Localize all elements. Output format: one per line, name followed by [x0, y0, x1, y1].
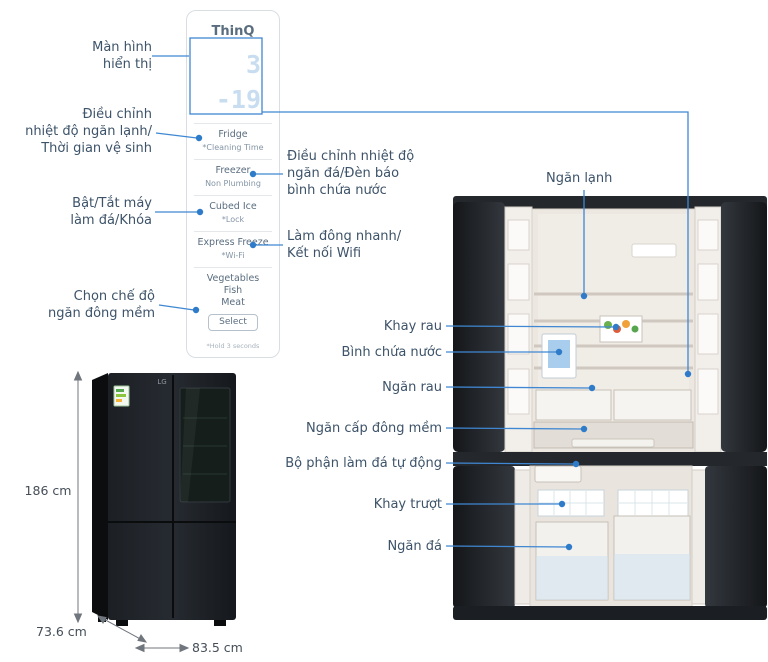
thinq-logo: ThinQ	[211, 24, 255, 39]
temperature-display: 3 -19	[197, 45, 261, 121]
lg-logo: LG	[157, 378, 166, 386]
upper-left-door	[453, 202, 505, 452]
cubed-ice-label: Cubed Ice	[209, 201, 257, 212]
callout-freezer-temp-water: Điều chỉnh nhiệt độ ngăn đá/Đèn báo bình…	[287, 149, 415, 198]
lower-left-door	[453, 466, 515, 608]
middle-divider	[453, 452, 767, 466]
mode-select-section: Vegetables Fish Meat Select	[194, 267, 272, 331]
cleaning-time-label: *Cleaning Time	[202, 143, 264, 152]
wifi-label: *Wi-Fi	[221, 251, 245, 260]
crisper-drawer-right	[613, 389, 692, 421]
callout-vegetable-tray: Khay rau	[383, 319, 442, 334]
freezer-button: Freezer Non Plumbing	[194, 159, 272, 189]
callout-freezer-compartment: Ngăn đá	[387, 539, 442, 554]
callout-fridge-temp-cleaning: Điều chỉnh nhiệt độ ngăn lạnh/ Thời gian…	[25, 107, 152, 156]
express-freeze-button: Express Freeze *Wi-Fi	[194, 231, 272, 261]
callout-vegetable-compartment: Ngăn rau	[382, 380, 442, 395]
crisper-drawer-left	[535, 389, 612, 421]
fridge-side-panel	[92, 373, 108, 620]
callout-quick-freeze-wifi: Làm đông nhanh/ Kết nối Wifi	[287, 229, 402, 261]
freezer-temp-readout: -19	[215, 85, 261, 114]
callout-water-tank: Bình chứa nước	[341, 345, 442, 360]
callout-ice-on-off-lock: Bật/Tắt máy làm đá/Khóa	[70, 196, 152, 228]
meat-label: Meat	[221, 297, 245, 308]
callout-soft-freezing-compartment: Ngăn cấp đông mềm	[306, 421, 442, 436]
vegetables-label: Vegetables	[206, 273, 260, 284]
lock-label: *Lock	[221, 215, 245, 224]
callout-fridge-compartment: Ngăn lạnh	[546, 171, 613, 186]
interior-badge	[631, 243, 677, 258]
closed-fridge-illustration: LG	[88, 370, 240, 632]
upper-right-door	[721, 202, 767, 452]
width-dimension-label: 83.5 cm	[192, 640, 243, 655]
callout-slide-tray: Khay trượt	[373, 497, 442, 512]
fish-label: Fish	[223, 285, 243, 296]
callout-auto-ice-maker: Bộ phận làm đá tự động	[285, 456, 442, 471]
depth-dimension-label: 73.6 cm	[36, 624, 87, 639]
fridge-button-label: Fridge	[218, 129, 248, 140]
fridge-base	[453, 606, 767, 620]
callout-soft-freeze-mode: Chọn chế độ ngăn đông mềm	[48, 289, 155, 321]
fridge-button: Fridge *Cleaning Time	[194, 123, 272, 153]
callout-display-screen: Màn hình hiển thị	[92, 40, 152, 72]
select-button: Select	[208, 314, 258, 331]
cubed-ice-button: Cubed Ice *Lock	[194, 195, 272, 225]
lower-right-door	[705, 466, 767, 608]
express-freeze-label: Express Freeze	[197, 237, 269, 248]
auto-ice-maker-unit	[534, 465, 582, 483]
open-fridge-illustration	[452, 194, 768, 626]
fridge-temp-readout: 3	[245, 50, 261, 79]
height-dimension-label: 186 cm	[24, 483, 72, 498]
freezer-button-label: Freezer	[215, 165, 251, 176]
control-panel-illustration: ThinQ 3 -19 Fridge *Cleaning Time Freeze…	[186, 10, 280, 358]
hold-footnote: *Hold 3 seconds	[206, 342, 260, 350]
non-plumbing-label: Non Plumbing	[205, 179, 261, 188]
